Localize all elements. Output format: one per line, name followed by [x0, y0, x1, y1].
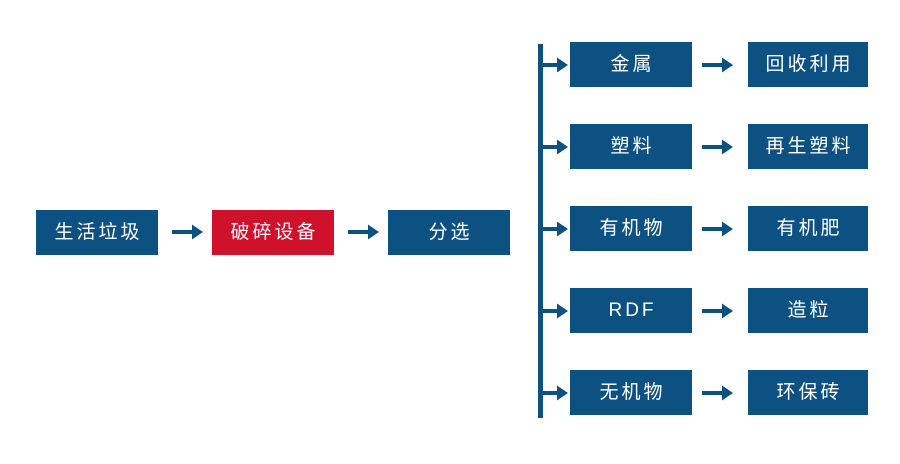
arrow-right-icon: [702, 55, 734, 75]
branch-material-box[interactable]: RDF: [570, 288, 692, 333]
branch-material-box[interactable]: 有机物: [570, 206, 692, 251]
arrow-right-icon: [702, 137, 734, 157]
arrow-right-icon: [172, 222, 204, 242]
branch-arrow-right-icon: [541, 301, 569, 321]
branch-material-box[interactable]: 塑料: [570, 124, 692, 169]
branch-arrow-right-icon: [541, 137, 569, 157]
branch-product-box[interactable]: 再生塑料: [748, 124, 868, 169]
arrow-right-icon: [702, 383, 734, 403]
arrow-right-icon: [348, 222, 380, 242]
branch-material-box[interactable]: 金属: [570, 42, 692, 87]
branch-arrow-right-icon: [541, 219, 569, 239]
branch-product-box[interactable]: 环保砖: [748, 370, 868, 415]
branch-arrow-right-icon: [541, 55, 569, 75]
branch-trunk-line: [538, 44, 543, 418]
branch-arrow-right-icon: [541, 383, 569, 403]
arrow-right-icon: [702, 219, 734, 239]
branch-product-box[interactable]: 回收利用: [748, 42, 868, 87]
process-node-crusher[interactable]: 破碎设备: [212, 210, 334, 255]
branch-product-box[interactable]: 有机肥: [748, 206, 868, 251]
process-node-sorting[interactable]: 分选: [388, 210, 510, 255]
process-node-input[interactable]: 生活垃圾: [36, 210, 158, 255]
branch-material-box[interactable]: 无机物: [570, 370, 692, 415]
arrow-right-icon: [702, 301, 734, 321]
branch-product-box[interactable]: 造粒: [748, 288, 868, 333]
